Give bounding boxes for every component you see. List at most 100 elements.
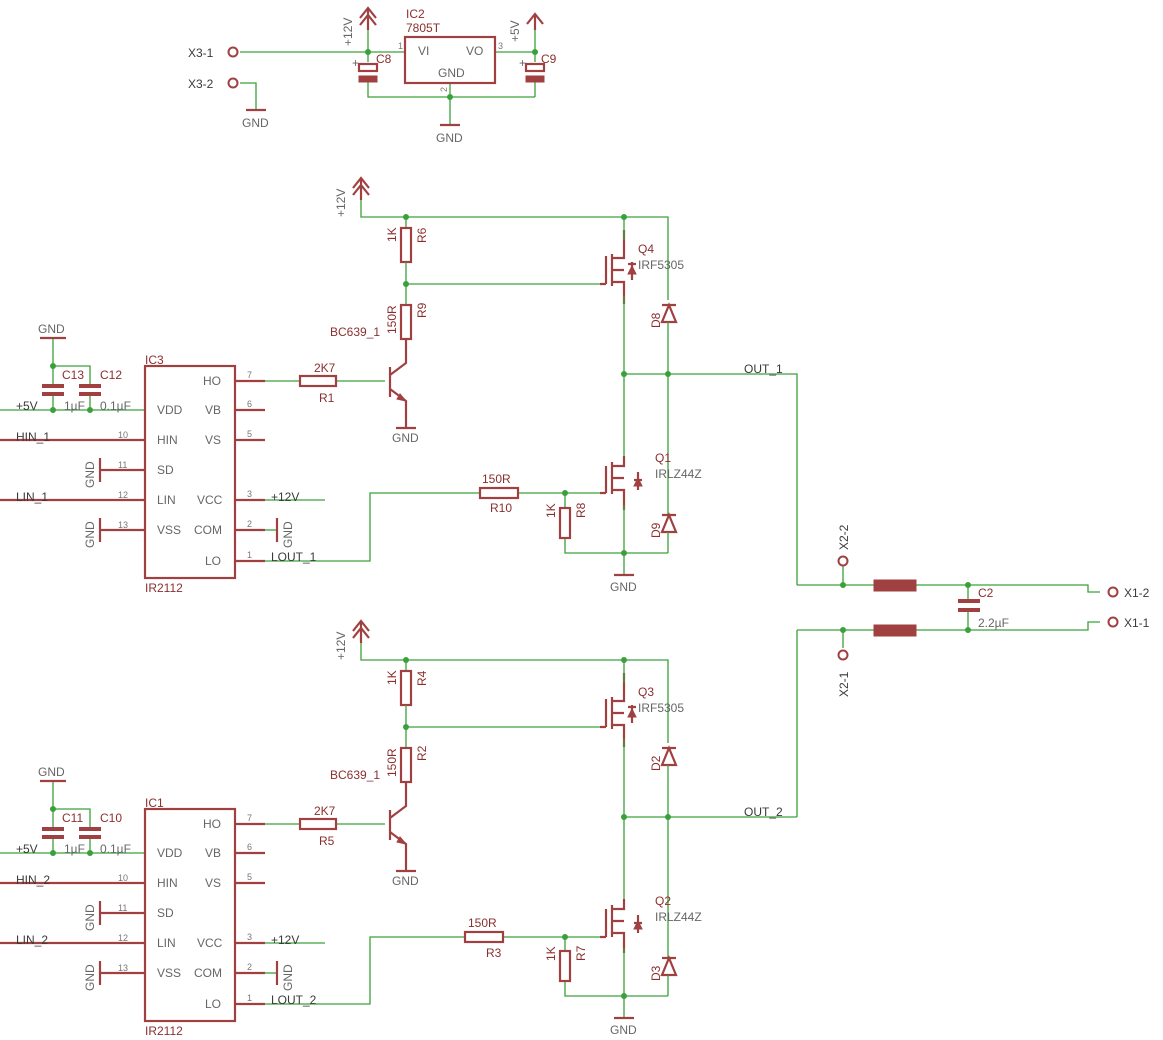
svg-text:IC2: IC2 <box>406 7 425 21</box>
svg-text:Q2: Q2 <box>655 894 671 908</box>
resistor-r1: 2K7 R1 <box>298 361 338 405</box>
net-lin-2: LIN_2 <box>16 933 48 947</box>
svg-text:BC639_1: BC639_1 <box>330 768 380 782</box>
svg-text:D2: D2 <box>649 755 663 771</box>
resistor-r3: 150R R3 <box>463 916 505 960</box>
driver-top-section: GND C13 1µF C12 0.1µF +5V IC3 IR2112 VDD… <box>0 176 798 595</box>
svg-text:VDD: VDD <box>157 403 183 417</box>
net-out-1: OUT_1 <box>744 362 783 376</box>
svg-text:2: 2 <box>439 87 449 92</box>
svg-text:150R: 150R <box>482 472 511 486</box>
svg-text:C8: C8 <box>376 52 392 66</box>
svg-text:11: 11 <box>118 903 127 913</box>
svg-text:2K7: 2K7 <box>314 804 336 818</box>
svg-text:10: 10 <box>118 430 128 440</box>
svg-text:1µF: 1µF <box>64 399 85 413</box>
svg-text:R5: R5 <box>319 834 335 848</box>
svg-text:GND: GND <box>438 66 465 80</box>
svg-text:7: 7 <box>247 813 252 823</box>
svg-text:6: 6 <box>247 842 252 852</box>
svg-text:VB: VB <box>205 403 221 417</box>
svg-text:GND: GND <box>38 765 65 779</box>
mosfet-q2: Q2 IRLZ44Z <box>600 894 702 953</box>
svg-text:R3: R3 <box>486 946 502 960</box>
connector-x1-2 <box>1107 586 1119 598</box>
svg-text:2: 2 <box>247 962 252 972</box>
svg-text:HIN: HIN <box>157 876 178 890</box>
svg-text:+12V: +12V <box>271 933 299 947</box>
diode-d8: D8 <box>649 302 678 328</box>
svg-text:VSS: VSS <box>157 966 181 980</box>
regulator-ic2: IC2 7805T VI VO GND 1 3 2 <box>398 7 503 92</box>
svg-text:7805T: 7805T <box>406 21 441 35</box>
net-v5: +5V <box>16 399 38 413</box>
svg-text:D3: D3 <box>649 965 663 981</box>
svg-text:0.1µF: 0.1µF <box>100 842 131 856</box>
mosfet-q4: Q4 IRF5305 <box>600 230 684 304</box>
svg-text:GND: GND <box>83 904 97 931</box>
svg-text:IRF5305: IRF5305 <box>638 701 684 715</box>
svg-text:Q1: Q1 <box>655 451 671 465</box>
resistor-r7: 1K R7 <box>544 945 588 983</box>
connector-x3-2 <box>227 77 239 89</box>
svg-text:+12V: +12V <box>334 189 348 217</box>
svg-text:VS: VS <box>205 433 221 447</box>
gate-driver-ic1: IC1 IR2112 VDD HIN SD LIN VSS HO VB VS V… <box>143 796 237 1038</box>
output-section: C2 2.2µF X2-2 X2-1 X1-2 X1-1 <box>796 524 1150 817</box>
svg-text:X1-2: X1-2 <box>1124 586 1150 600</box>
net-hin-2: HIN_2 <box>16 873 50 887</box>
v5-label: +5V <box>508 20 522 42</box>
svg-text:VI: VI <box>418 44 429 58</box>
svg-text:+: + <box>519 56 526 70</box>
svg-text:GND: GND <box>281 964 295 991</box>
svg-text:2.2µF: 2.2µF <box>978 616 1009 630</box>
svg-text:R1: R1 <box>319 391 335 405</box>
svg-text:VO: VO <box>466 44 483 58</box>
svg-text:150R: 150R <box>385 305 399 334</box>
svg-text:+: + <box>352 56 359 70</box>
svg-text:R7: R7 <box>574 945 588 961</box>
mosfet-q1: Q1 IRLZ44Z <box>600 451 702 510</box>
svg-text:LIN: LIN <box>157 936 176 950</box>
svg-text:150R: 150R <box>385 748 399 777</box>
net-v5: +5V <box>16 842 38 856</box>
connector-x2-2 <box>837 555 849 567</box>
svg-text:X2-2: X2-2 <box>837 524 851 550</box>
capacitor-c10: C10 0.1µF <box>79 811 131 856</box>
vcc-12v-arrow-icon <box>352 176 370 200</box>
svg-text:C11: C11 <box>62 811 83 825</box>
svg-text:GND: GND <box>281 521 295 548</box>
svg-text:IRLZ44Z: IRLZ44Z <box>655 910 702 924</box>
svg-text:R6: R6 <box>415 227 429 243</box>
svg-text:IR2112: IR2112 <box>145 581 183 595</box>
svg-text:1K: 1K <box>544 946 558 961</box>
resistor-r4: 1K R4 <box>385 669 429 707</box>
svg-text:C13: C13 <box>62 368 84 382</box>
svg-text:3: 3 <box>247 489 252 499</box>
svg-text:IR2112: IR2112 <box>145 1024 183 1038</box>
svg-text:13: 13 <box>118 520 128 530</box>
svg-text:+12V: +12V <box>334 632 348 660</box>
capacitor-c13: C13 1µF <box>42 368 85 413</box>
transistor-bc639-bottom: BC639_1 GND <box>330 768 419 888</box>
vcc-5v-arrow-icon <box>526 12 544 30</box>
resistor-r10: 150R R10 <box>478 472 520 515</box>
svg-text:GND: GND <box>83 521 97 548</box>
svg-text:Q3: Q3 <box>638 685 654 699</box>
svg-text:LO: LO <box>205 997 221 1011</box>
transistor-bc639-top: BC639_1 GND <box>330 325 419 445</box>
svg-text:R10: R10 <box>490 501 512 515</box>
svg-text:7: 7 <box>247 370 252 380</box>
resistor-r5: 2K7 R5 <box>298 804 338 848</box>
svg-text:5: 5 <box>247 429 252 439</box>
svg-text:VB: VB <box>205 846 221 860</box>
svg-text:C9: C9 <box>541 52 557 66</box>
svg-text:HO: HO <box>203 374 221 388</box>
svg-text:13: 13 <box>118 963 128 973</box>
svg-text:LIN: LIN <box>157 493 176 507</box>
svg-text:D8: D8 <box>649 312 663 328</box>
svg-text:0.1µF: 0.1µF <box>100 399 131 413</box>
diode-d2: D2 <box>649 745 678 771</box>
svg-text:1: 1 <box>247 550 252 560</box>
vcc-12v-arrow-icon <box>352 619 370 643</box>
